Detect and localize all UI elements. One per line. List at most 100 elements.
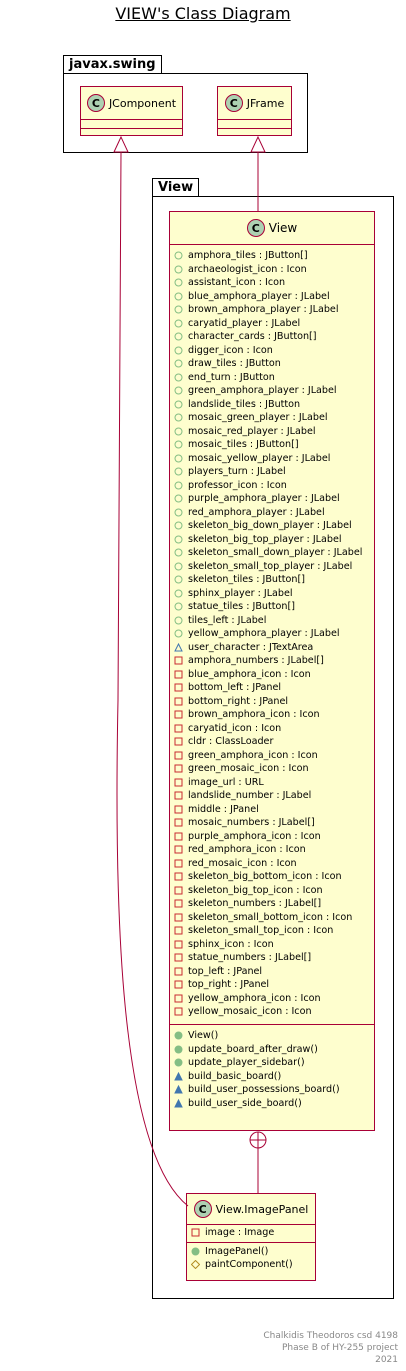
field-text: skeleton_small_top_player : JLabel [188,560,353,572]
field-text: digger_icon : Icon [188,344,273,356]
field-row: image : Image [187,1226,315,1240]
field-text: landslide_number : JLabel [188,790,312,802]
public-visibility-icon [174,548,183,557]
class-header: C JComponent [81,87,182,119]
public-visibility-icon [174,413,183,422]
private-visibility-icon [174,670,183,679]
package-visibility-icon [174,1085,183,1094]
field-text: green_mosaic_icon : Icon [188,763,309,775]
public-visibility-icon [191,1247,200,1256]
field-text: red_amphora_player : JLabel [188,506,325,518]
public-visibility-icon [174,440,183,449]
field-text: mosaic_red_player : JLabel [188,425,316,437]
field-row: skeleton_tiles : JButton[] [170,573,374,587]
field-row: yellow_mosaic_icon : Icon [170,1005,374,1019]
private-visibility-icon [174,953,183,962]
field-row: green_amphora_player : JLabel [170,384,374,398]
method-text: update_player_sidebar() [188,1057,305,1069]
private-visibility-icon [174,859,183,868]
field-text: caryatid_player : JLabel [188,317,301,329]
field-row: tiles_left : JLabel [170,614,374,628]
field-row: sphinx_player : JLabel [170,587,374,601]
field-text: skeleton_numbers : JLabel[] [188,898,322,910]
field-text: purple_amphora_player : JLabel [188,493,340,505]
field-row: skeleton_big_top_player : JLabel [170,533,374,547]
class-icon: C [193,1200,212,1218]
field-text: mosaic_numbers : JLabel[] [188,817,315,829]
method-row: build_basic_board() [170,1070,374,1084]
private-visibility-icon [191,1228,200,1237]
field-text: yellow_amphora_player : JLabel [188,628,340,640]
field-text: skeleton_big_top_icon : Icon [188,884,323,896]
field-text: image : Image [205,1227,275,1239]
public-visibility-icon [174,400,183,409]
field-row: statue_numbers : JLabel[] [170,951,374,965]
footer-line-year: 2021 [375,1355,398,1365]
public-visibility-icon [174,1058,183,1067]
package-tab-view: View [152,178,200,197]
field-row: red_mosaic_icon : Icon [170,857,374,871]
footer: Chalkidis Theodoros csd 4198 Phase B of … [263,1330,398,1366]
field-row: skeleton_small_bottom_icon : Icon [170,911,374,925]
field-row: end_turn : JButton [170,371,374,385]
field-text: brown_amphora_icon : Icon [188,709,320,721]
field-text: bottom_right : JPanel [188,695,289,707]
field-text: red_amphora_icon : Icon [188,844,306,856]
public-visibility-icon [174,535,183,544]
method-row: build_user_possessions_board() [170,1083,374,1097]
package-visibility-icon [174,1071,183,1081]
field-text: landslide_tiles : JButton [188,398,301,410]
public-visibility-icon [174,521,183,530]
method-row: View() [170,1029,374,1043]
field-row: skeleton_small_top_player : JLabel [170,560,374,574]
public-visibility-icon [174,359,183,368]
private-visibility-icon [174,697,183,706]
field-text: caryatid_icon : Icon [188,722,282,734]
field-row: mosaic_numbers : JLabel[] [170,816,374,830]
field-text: mosaic_tiles : JButton[] [188,439,299,451]
private-visibility-icon [174,818,183,827]
field-text: blue_amphora_icon : Icon [188,668,311,680]
method-row: ImagePanel() [187,1245,315,1259]
field-row: assistant_icon : Icon [170,276,374,290]
private-visibility-icon [174,656,183,665]
field-row: bottom_right : JPanel [170,695,374,709]
view-methods-compartment: View()update_board_after_draw() update_pl… [170,1024,374,1110]
field-row: caryatid_player : JLabel [170,317,374,331]
field-text: skeleton_tiles : JButton[] [188,574,305,586]
class-jframe: C JFrame [217,86,292,136]
field-row: amphora_numbers : JLabel[] [170,654,374,668]
field-row: yellow_amphora_player : JLabel [170,627,374,641]
field-row: red_amphora_icon : Icon [170,843,374,857]
public-visibility-icon [174,508,183,517]
field-row: user_character : JTextArea [170,641,374,655]
package-visibility-icon [174,642,183,652]
method-text: View() [188,1030,219,1042]
method-text: build_basic_board() [188,1070,282,1082]
field-text: skeleton_small_top_icon : Icon [188,925,334,937]
field-text: red_mosaic_icon : Icon [188,857,297,869]
diagram-title: VIEW's Class Diagram [115,4,291,23]
private-visibility-icon [174,791,183,800]
public-visibility-icon [174,629,183,638]
field-row: mosaic_tiles : JButton[] [170,438,374,452]
field-text: brown_amphora_player : JLabel [188,304,339,316]
method-text: build_user_possessions_board() [188,1084,340,1096]
private-visibility-icon [174,832,183,841]
imagepanel-fields-compartment: image : Image [187,1224,315,1242]
method-text: build_user_side_board() [188,1097,302,1109]
method-text: update_board_after_draw() [188,1043,318,1055]
field-text: players_turn : JLabel [188,466,286,478]
field-row: character_cards : JButton[] [170,330,374,344]
public-visibility-icon [174,292,183,301]
class-name: JComponent [108,96,177,110]
protected-visibility-icon [191,1260,200,1270]
method-text: ImagePanel() [205,1245,269,1257]
class-header: C View.ImagePanel [187,1194,315,1224]
field-text: green_amphora_player : JLabel [188,385,337,397]
field-text: cldr : ClassLoader [188,736,274,748]
field-text: end_turn : JButton [188,371,275,383]
field-row: archaeologist_icon : Icon [170,263,374,277]
package-tab-swing: javax.swing [63,55,162,74]
